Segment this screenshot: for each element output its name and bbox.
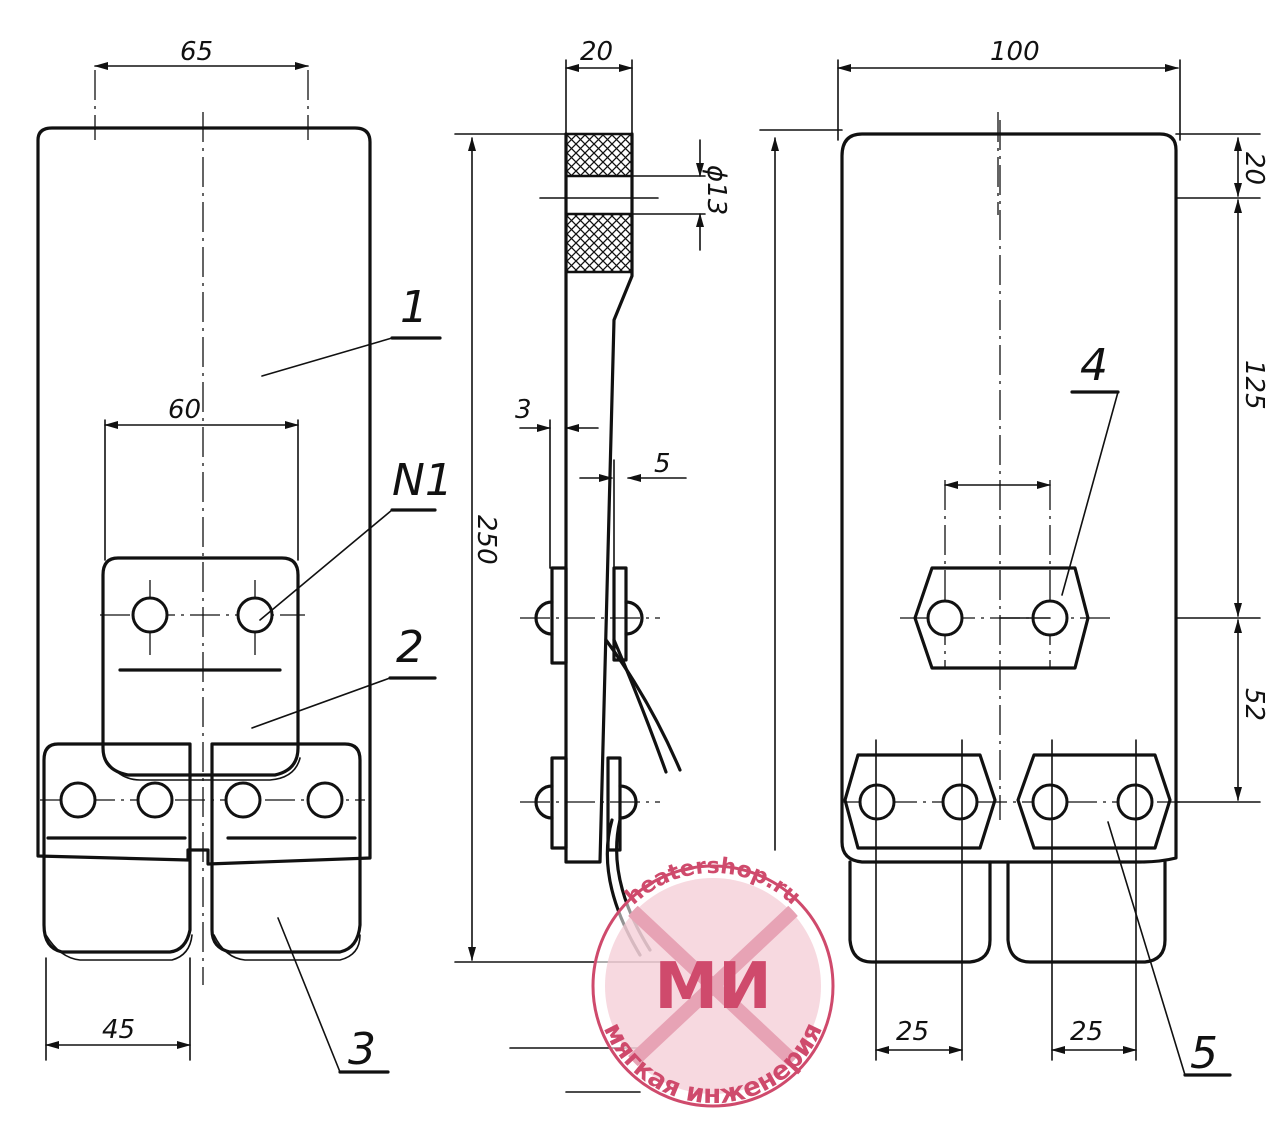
dim-125: 125 xyxy=(1239,360,1269,410)
dim-52: 52 xyxy=(1239,688,1269,721)
rear-tab-5-right xyxy=(1016,753,1172,850)
side-hatch-top xyxy=(564,132,634,178)
side-spring xyxy=(604,638,682,772)
dim-25-left: 25 xyxy=(896,1017,929,1047)
dim-250: 250 xyxy=(471,515,501,565)
dim-5: 5 xyxy=(654,449,671,479)
watermark-logo-letters: МИ xyxy=(654,950,771,1024)
front-view: 65 60 45 1 N1 2 3 xyxy=(36,37,453,1075)
dim-20-side: 20 xyxy=(580,37,613,67)
callout-2: 2 xyxy=(396,622,424,673)
rear-tab-5-left xyxy=(843,753,997,850)
dim-60: 60 xyxy=(168,395,201,425)
front-upper-hole-right xyxy=(236,596,274,634)
side-view: ϕ13 20 3 5 250 xyxy=(454,37,731,1093)
rear-plate-outline xyxy=(840,132,1178,864)
callout-1: 1 xyxy=(400,282,428,333)
watermark-logo: МИ heatershop.ru мягкая инженерия xyxy=(591,854,835,1110)
side-hatch-bottom xyxy=(564,212,634,274)
front-lower-tab-left xyxy=(42,742,192,954)
side-body xyxy=(564,132,634,864)
callout-5: 5 xyxy=(1190,1028,1218,1079)
dim-100: 100 xyxy=(990,37,1040,67)
dim-25-right: 25 xyxy=(1070,1017,1103,1047)
callout-n1: N1 xyxy=(392,455,453,506)
dim-65: 65 xyxy=(180,37,213,67)
front-lower-tab-right xyxy=(210,742,362,954)
dim-20-rear: 20 xyxy=(1239,152,1269,185)
dim-dia-13: ϕ13 xyxy=(701,165,731,215)
front-upper-tab xyxy=(101,556,300,777)
dim-45: 45 xyxy=(102,1015,135,1045)
callout-4: 4 xyxy=(1080,340,1108,391)
front-upper-hole-left xyxy=(131,596,169,634)
rear-view: 100 20 125 52 25 25 4 5 xyxy=(759,37,1269,1079)
callout-3: 3 xyxy=(348,1024,376,1075)
front-plate-outline xyxy=(36,126,372,866)
dim-3: 3 xyxy=(515,395,532,425)
